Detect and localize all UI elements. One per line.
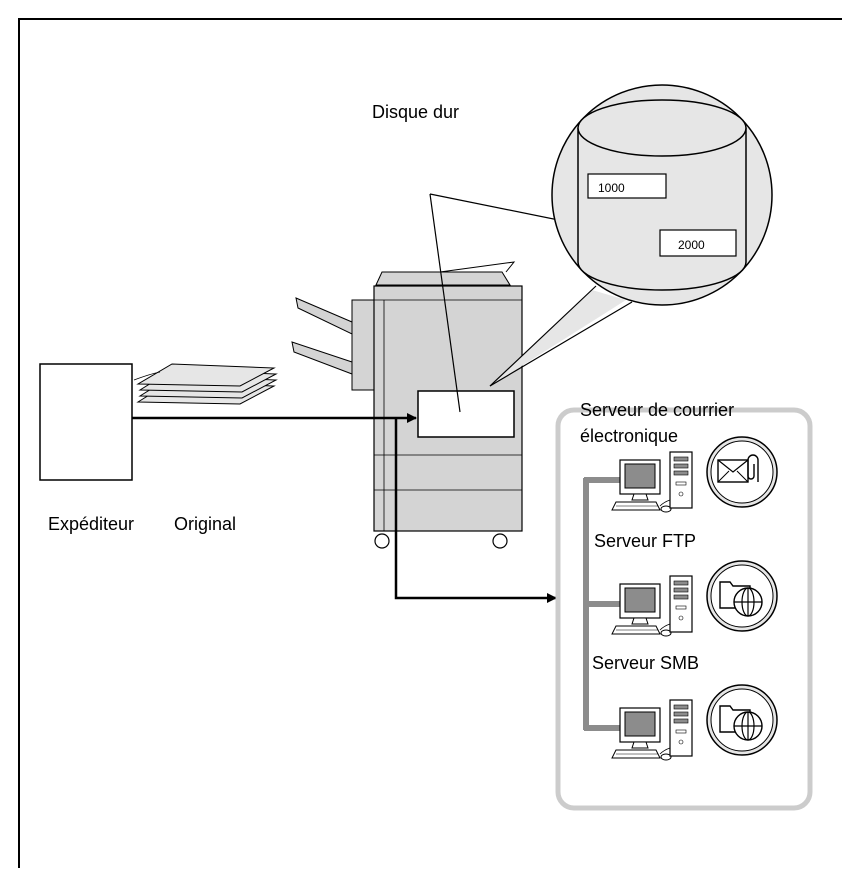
sender-original-document xyxy=(39,363,133,481)
network-bus xyxy=(583,477,620,731)
envelope-attachment-icon xyxy=(706,436,778,508)
disk-box-1000 xyxy=(587,173,667,199)
figure-frame xyxy=(18,18,842,868)
sender-label: Expéditeur xyxy=(48,514,134,534)
mail-server-label-line1: Serveur de courrier xyxy=(580,400,734,420)
distribute-arrow xyxy=(394,418,557,603)
smb-folder-globe-icon xyxy=(706,684,778,756)
original-label: Original xyxy=(174,514,236,534)
hard-disk-label: Disque dur xyxy=(372,102,459,122)
hard-disk-zoom-callout: 1000 2000 xyxy=(551,84,773,306)
paper-stack-icon xyxy=(133,363,278,405)
server-panel xyxy=(555,407,813,811)
smb-server-label: Serveur SMB xyxy=(592,653,699,673)
ftp-server-label: Serveur FTP xyxy=(594,531,696,551)
ftp-folder-globe-icon xyxy=(706,560,778,632)
mail-server-computer xyxy=(611,451,693,513)
disk-box-2000 xyxy=(659,229,737,257)
disk-box-2000-label: 2000 xyxy=(678,238,705,252)
hard-disk-box xyxy=(417,390,515,438)
ftp-server-computer xyxy=(611,575,693,637)
mfp-machine xyxy=(291,261,523,549)
smb-server-computer xyxy=(611,699,693,761)
mail-server-label-line2: électronique xyxy=(580,426,678,446)
disk-box-1000-label: 1000 xyxy=(598,181,625,195)
